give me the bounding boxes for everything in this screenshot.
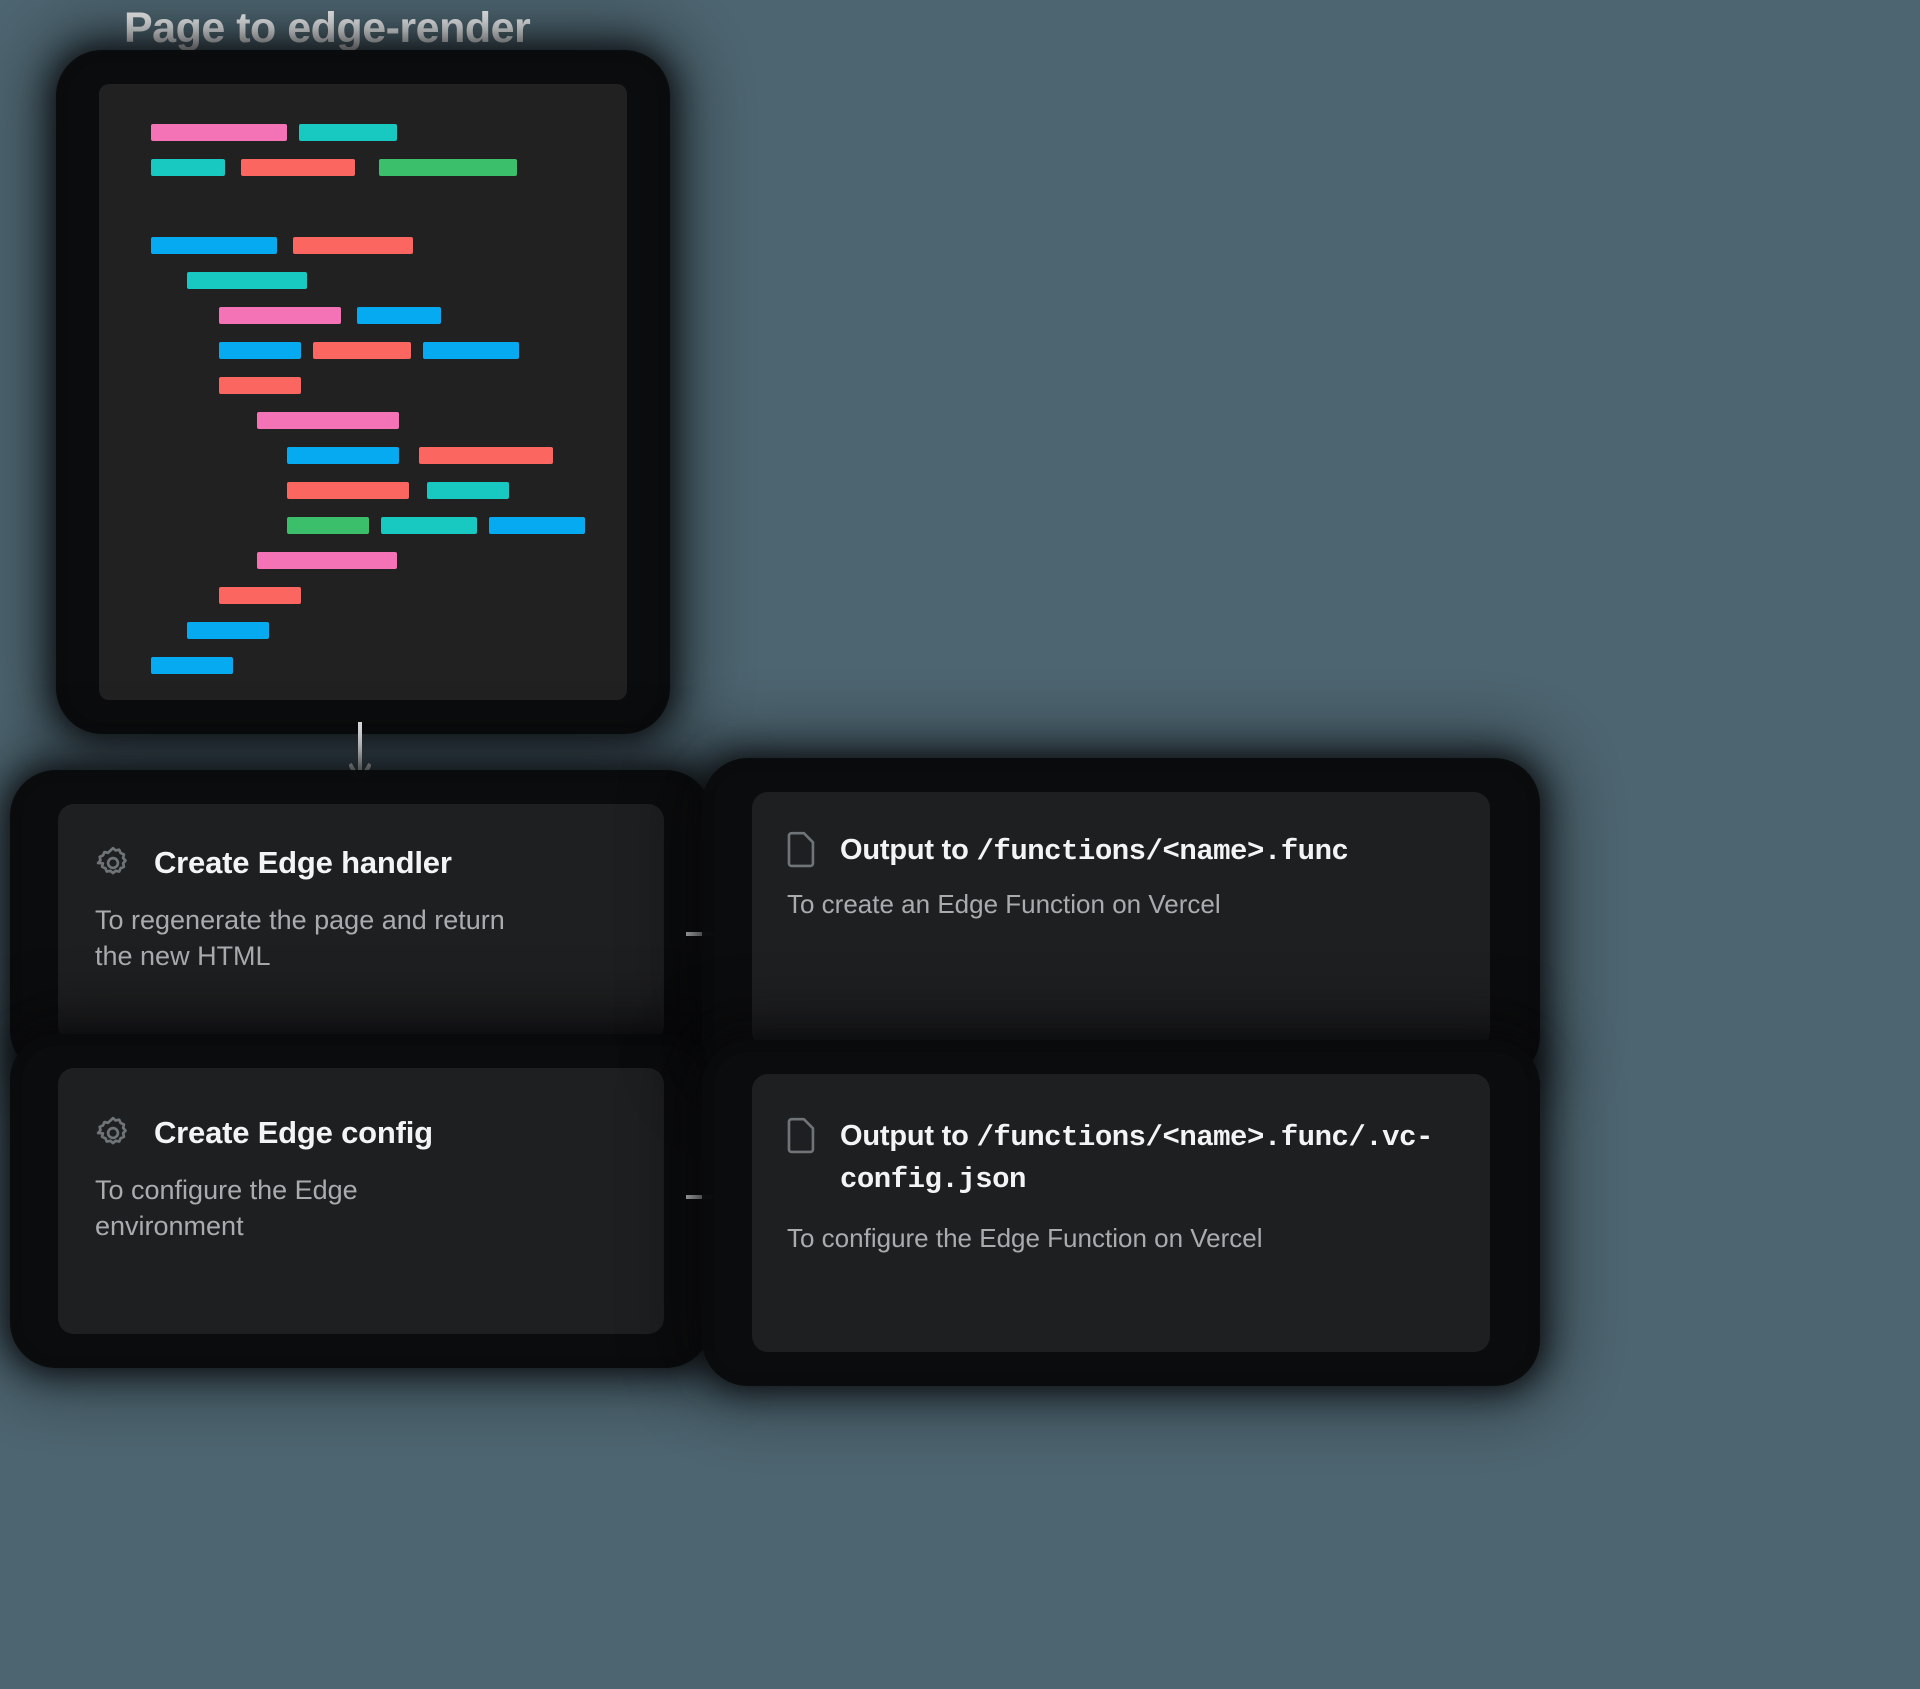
code-token: [379, 159, 517, 176]
page-source-card: [68, 62, 658, 722]
output-card-description: To configure the Edge Function on Vercel: [787, 1223, 1263, 1254]
code-token: [287, 482, 409, 499]
code-token: [293, 237, 413, 254]
code-token: [257, 552, 397, 569]
code-token: [427, 482, 509, 499]
code-token: [151, 124, 287, 141]
code-token: [299, 124, 397, 141]
page-source-code: [99, 84, 627, 700]
page-title: Page to edge-render: [124, 4, 531, 52]
output-card-header: Output to /functions/<name>.func/.vc-con…: [786, 1116, 1464, 1200]
file-icon: [787, 1117, 815, 1154]
output-card-body: Output to /functions/<name>.func/.vc-con…: [752, 1074, 1490, 1352]
step-card-title: Create Edge handler: [154, 845, 452, 880]
code-token: [219, 307, 341, 324]
step-card-description: To configure the Edge environment: [95, 1175, 358, 1242]
code-token: [219, 377, 301, 394]
gear-icon: [96, 1116, 127, 1145]
code-token: [151, 657, 233, 674]
code-token: [381, 517, 477, 534]
code-token: [219, 342, 301, 359]
output-card-vc-config[interactable]: Output to /functions/<name>.func/.vc-con…: [714, 1052, 1528, 1374]
output-card-title-prefix: Output to: [840, 1120, 977, 1152]
code-token: [287, 517, 369, 534]
output-card-title: Output to /functions/<name>.func: [840, 830, 1349, 872]
step-card-header: Create Edge config: [94, 1114, 632, 1152]
step-card-title: Create Edge config: [154, 1115, 433, 1150]
code-token: [187, 622, 269, 639]
code-token: [287, 447, 399, 464]
step-card-body: Create Edge handler To regenerate the pa…: [58, 804, 664, 1042]
code-token: [489, 517, 585, 534]
code-token: [419, 447, 553, 464]
output-card-title-path: /functions/<name>.func/.vc-config.json: [840, 1121, 1433, 1197]
output-card-description: To create an Edge Function on Vercel: [787, 889, 1221, 920]
code-token: [151, 159, 225, 176]
arrow-down-icon: [349, 722, 371, 784]
code-token: [241, 159, 355, 176]
step-card-description: To regenerate the page and return the ne…: [95, 905, 505, 972]
code-token: [151, 237, 277, 254]
output-card-body: Output to /functions/<name>.func To crea…: [752, 792, 1490, 1048]
step-card-body: Create Edge config To configure the Edge…: [58, 1068, 664, 1334]
output-card-title-prefix: Output to: [840, 834, 977, 866]
step-card-create-edge-handler[interactable]: Create Edge handler To regenerate the pa…: [22, 782, 700, 1064]
code-token: [357, 307, 441, 324]
code-token: [219, 587, 301, 604]
code-token: [187, 272, 307, 289]
file-icon: [787, 831, 815, 868]
output-card-header: Output to /functions/<name>.func: [786, 830, 1464, 872]
step-card-create-edge-config[interactable]: Create Edge config To configure the Edge…: [22, 1046, 700, 1356]
output-card-function[interactable]: Output to /functions/<name>.func To crea…: [714, 770, 1528, 1070]
code-token: [313, 342, 411, 359]
step-card-header: Create Edge handler: [94, 844, 632, 882]
gear-icon: [96, 846, 127, 875]
output-card-title-path: /functions/<name>.func: [976, 835, 1349, 868]
code-token: [257, 412, 399, 429]
code-token: [423, 342, 519, 359]
output-card-title: Output to /functions/<name>.func/.vc-con…: [840, 1116, 1464, 1200]
